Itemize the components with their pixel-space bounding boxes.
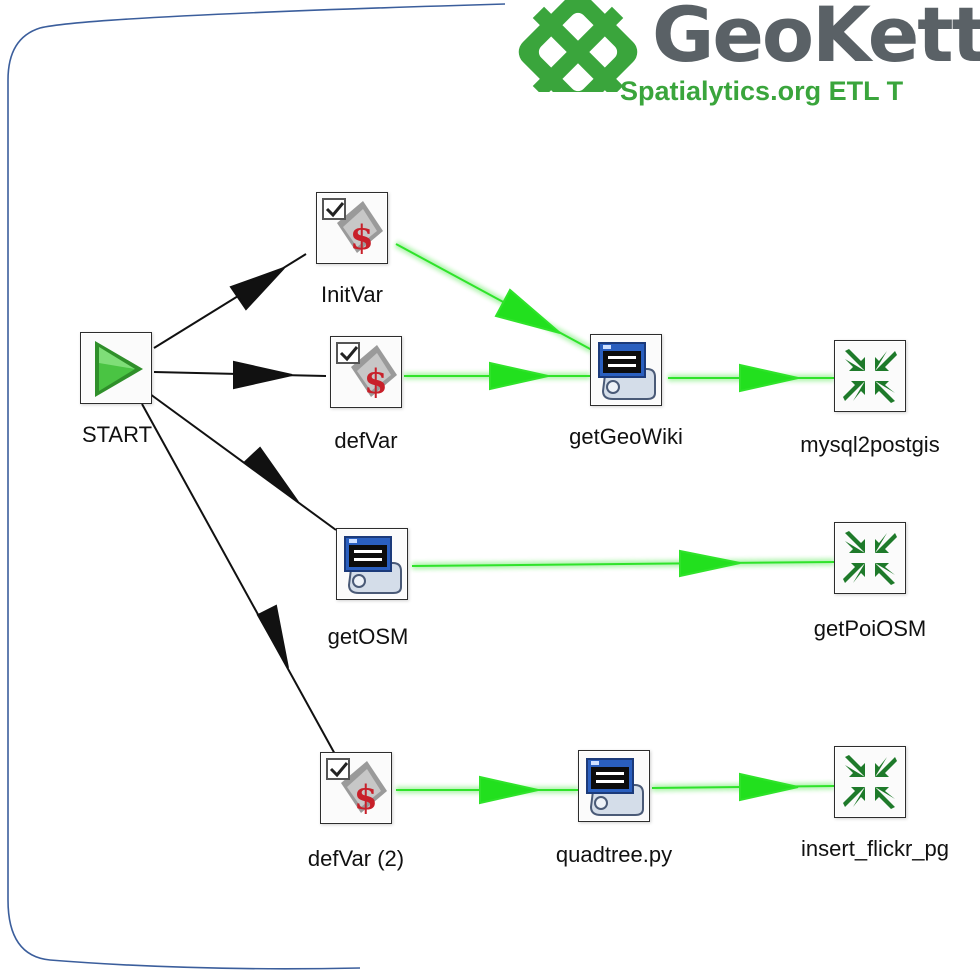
start-icon: [95, 341, 143, 397]
hop-getosm-getpoiosm: [411, 549, 835, 578]
node-defvar2-label: defVar (2): [307, 846, 405, 871]
svg-text:$: $: [354, 778, 378, 818]
script-icon: [344, 536, 402, 594]
hop-start-defvar2: [141, 403, 337, 757]
node-getgeowiki-label: getGeoWiki: [569, 424, 683, 449]
svg-text:$: $: [350, 218, 374, 258]
set-variables-icon: $: [336, 342, 397, 402]
page-frame: [7, 3, 506, 970]
script-icon: [598, 342, 656, 400]
node-initvar-label: InitVar: [321, 282, 383, 307]
svg-text:$: $: [364, 362, 388, 402]
hop-start-initvar: [153, 253, 307, 349]
set-variables-icon: $: [322, 198, 383, 258]
node-insert-flickr-pg-label: insert_flickr_pg: [801, 836, 949, 861]
hop-defvar-getgeowiki: [404, 361, 590, 391]
hop-start-defvar: [153, 360, 327, 390]
node-insert-flickr-pg[interactable]: [834, 746, 906, 818]
node-getpoiosm[interactable]: [834, 522, 906, 594]
script-icon: [586, 758, 644, 816]
node-quadtree[interactable]: [578, 750, 650, 822]
hop-getgeowiki-mysql2postgis: [668, 363, 834, 393]
transformation-icon: [843, 349, 897, 403]
logo-tagline: Spatialytics.org ETL T: [620, 76, 904, 106]
geokettle-logo-icon: [518, 0, 638, 92]
logo-name: GeoKettl: [652, 0, 980, 79]
node-start-label: START: [81, 422, 153, 447]
set-variables-icon: $: [326, 758, 387, 818]
hop-initvar-getgeowiki: [395, 243, 593, 351]
transformation-icon: [843, 755, 897, 809]
node-mysql2postgis-label: mysql2postgis: [800, 432, 940, 457]
node-getgeowiki[interactable]: [590, 334, 662, 406]
node-getosm-label: getOSM: [327, 624, 409, 649]
node-getpoiosm-label: getPoiOSM: [813, 616, 927, 641]
node-start[interactable]: [80, 332, 152, 404]
node-initvar[interactable]: $: [316, 192, 388, 264]
hop-quadtree-insertflickr: [651, 772, 835, 802]
node-quadtree-label: quadtree.py: [555, 842, 673, 867]
node-getosm[interactable]: [336, 528, 408, 600]
node-defvar[interactable]: $: [330, 336, 402, 408]
node-defvar-label: defVar: [334, 428, 398, 453]
hop-defvar2-quadtree: [396, 775, 578, 805]
node-mysql2postgis[interactable]: [834, 340, 906, 412]
transformation-icon: [843, 531, 897, 585]
hop-start-getosm: [149, 393, 337, 531]
node-defvar2[interactable]: $: [320, 752, 392, 824]
